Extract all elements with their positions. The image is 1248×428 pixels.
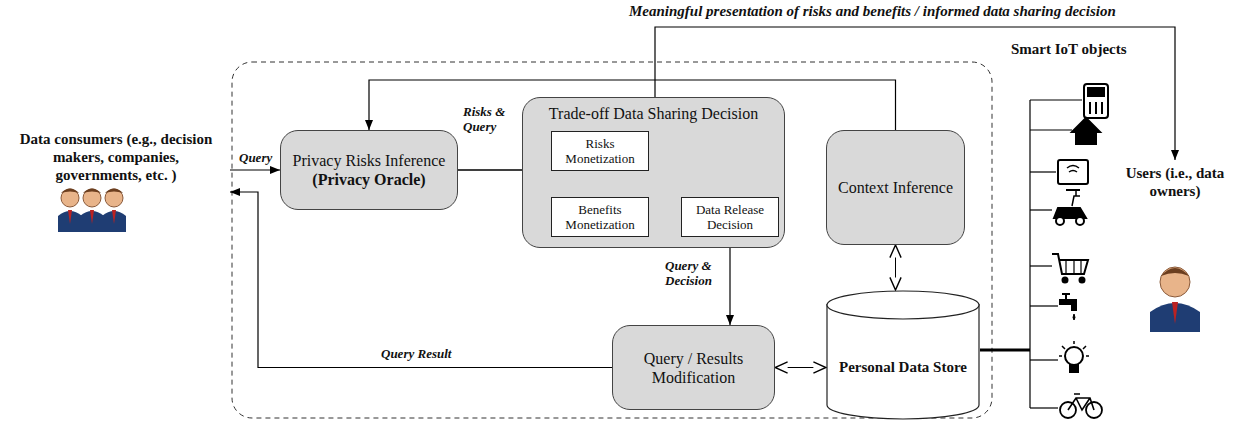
node-text: Users (i.e., data owners) (1114, 164, 1236, 200)
node-text: Privacy Risks Inference (293, 151, 446, 170)
iot-bus (980, 100, 1082, 408)
node-text: Risks Monetization (558, 136, 642, 166)
consumers-icon (58, 189, 126, 233)
edge-label: Risks & Query (462, 104, 522, 134)
node-text: Context Inference (838, 178, 953, 197)
iot-icons (1052, 84, 1108, 418)
user-icon (1150, 267, 1200, 332)
connector (230, 169, 280, 170)
cylinder-outline (826, 290, 980, 420)
node-text: Trade-off Data Sharing Decision (549, 104, 758, 123)
connector (895, 245, 896, 290)
node-text: Data Release Decision (688, 202, 772, 232)
node-text: Data consumers (e.g., decision makers, c… (8, 130, 224, 184)
process-box: Query / Results Modification (612, 325, 775, 410)
process-box: Benefits Monetization (551, 197, 649, 237)
process-box: Data Release Decision (681, 197, 779, 237)
edge-label: Query (238, 150, 273, 165)
node-text: Query / Results Modification (619, 349, 768, 387)
data-store-cylinder: Personal Data Store (826, 290, 980, 420)
edge-label: Meaningful presentation of risks and ben… (628, 2, 1117, 20)
process-box: Privacy Risks Inference(Privacy Oracle) (280, 130, 458, 210)
actor-label: Data consumers (e.g., decision makers, c… (2, 128, 230, 186)
actor-label: Users (i.e., data owners) (1108, 160, 1242, 204)
node-text: Benefits Monetization (558, 202, 642, 232)
group-label: Smart IoT objects (1010, 40, 1128, 58)
node-text: (Privacy Oracle) (312, 170, 425, 189)
edge-label: Query Result (380, 346, 452, 361)
process-box: Risks Monetization (551, 131, 649, 171)
connector (729, 237, 730, 325)
edge-label: Query & Decision (664, 258, 728, 288)
connector (775, 367, 826, 368)
system-boundary (232, 62, 992, 418)
group-box: Trade-off Data Sharing DecisionRisks Mon… (522, 97, 785, 248)
process-box: Context Inference (826, 130, 965, 245)
node-text: Personal Data Store (839, 358, 967, 376)
